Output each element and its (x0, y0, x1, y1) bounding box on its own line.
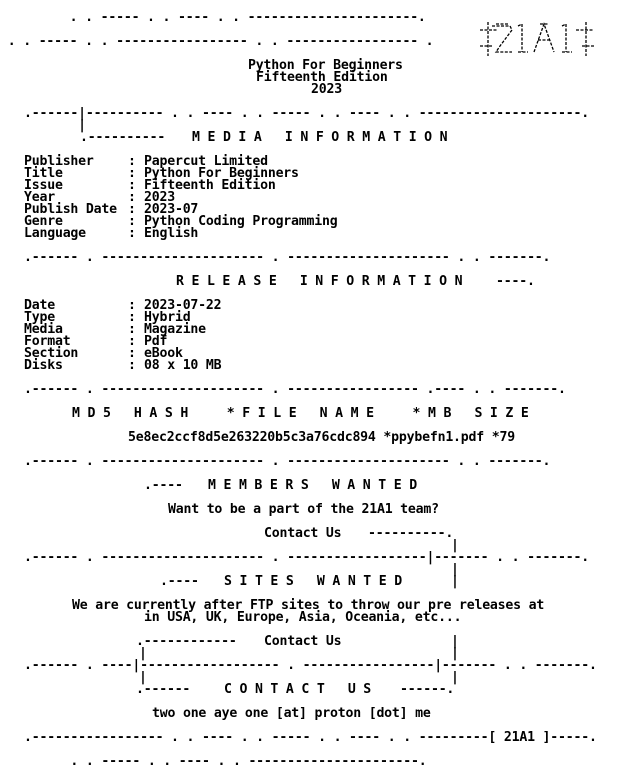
sites-contact-label: Contact Us (264, 634, 342, 649)
members-wanted-heading: M E M B E R S W A N T E D (208, 478, 417, 493)
media-sep: : (128, 226, 144, 241)
art-divider-4: .------ . --------------------- . ------… (24, 454, 551, 469)
release-value-section: eBook (144, 346, 183, 361)
media-value-language: English (144, 226, 199, 241)
release-sep: : (128, 346, 144, 361)
release-label-date: Date (24, 298, 55, 313)
media-label-year: Year (24, 190, 55, 205)
art-vbar: | (451, 646, 459, 661)
logo-21a1-ascii-art (480, 22, 594, 56)
group-logo (478, 18, 596, 60)
file-info-line: 5e8ec2ccf8d5e263220b5c3a76cdc894 *ppybef… (128, 430, 515, 445)
art-bottom-rule-1: .----------------- . . ---- . . ----- . … (24, 730, 597, 745)
media-sep: : (128, 190, 144, 205)
media-label-language: Language (24, 226, 86, 241)
release-edition: Fifteenth Edition (256, 70, 388, 85)
art-divider-2: .------ . --------------------- . ------… (24, 250, 551, 265)
media-label-publisher: Publisher (24, 154, 94, 169)
release-label-type: Type (24, 310, 55, 325)
members-contact-label: Contact Us (264, 526, 342, 541)
release-sep: : (128, 322, 144, 337)
media-sep: : (128, 166, 144, 181)
media-value-title: Python For Beginners (144, 166, 299, 181)
release-sep: : (128, 334, 144, 349)
media-heading-lead: .---------- (80, 130, 166, 145)
media-sep: : (128, 202, 144, 217)
media-label-genre: Genre (24, 214, 63, 229)
art-divider-3: .------ . --------------------- . ------… (24, 382, 566, 397)
file-info-heading: M D 5 H A S H * F I L E N A M E * M B S … (72, 406, 529, 421)
release-label-disks: Disks (24, 358, 63, 373)
contact-address: two one aye one [at] proton [dot] me (152, 706, 431, 721)
art-vbar: | (451, 634, 459, 649)
sites-wanted-heading: S I T E S W A N T E D (224, 574, 403, 589)
release-sep: : (128, 310, 144, 325)
members-wanted-text: Want to be a part of the 21A1 team? (168, 502, 439, 517)
media-label-title: Title (24, 166, 63, 181)
art-divider-5: .------ . --------------------- . ------… (24, 550, 589, 565)
sites-wanted-text-1: We are currently after FTP sites to thro… (72, 598, 545, 613)
sites-contact-lead: .------------ (136, 634, 237, 649)
release-value-format: Pdf (144, 334, 168, 349)
media-label-publish-date: Publish Date (24, 202, 117, 217)
sites-heading-lead: .---- (160, 574, 199, 589)
release-label-section: Section (24, 346, 79, 361)
art-vbar: | (139, 670, 147, 685)
media-value-publish-date: 2023-07 (144, 202, 199, 217)
release-heading-tail: ----. (496, 274, 535, 289)
release-title: Python For Beginners (248, 58, 403, 73)
release-label-format: Format (24, 334, 71, 349)
art-divider-1b: | (24, 118, 86, 133)
release-value-disks: 08 x 10 MB (144, 358, 222, 373)
contact-heading: C O N T A C T U S (224, 682, 372, 697)
release-sep: : (128, 298, 144, 313)
release-label-media: Media (24, 322, 63, 337)
art-top-rule-1: . . ----- . . ---- . . -----------------… (0, 10, 426, 25)
art-vbar: | (451, 574, 459, 589)
media-information-heading: M E D I A I N F O R M A T I O N (192, 130, 448, 145)
contact-heading-lead: .------ (136, 682, 191, 697)
release-value-date: 2023-07-22 (144, 298, 222, 313)
art-divider-6: .------ . ----|------------------ . ----… (24, 658, 597, 673)
media-sep: : (128, 154, 144, 169)
release-information-heading: R E L E A S E I N F O R M A T I O N (176, 274, 463, 289)
art-vbar: | (451, 562, 459, 577)
art-vbar: | (139, 646, 147, 661)
media-sep: : (128, 214, 144, 229)
art-vbar: | (451, 538, 459, 553)
media-value-year: 2023 (144, 190, 175, 205)
contact-heading-tail: ------. (400, 682, 455, 697)
media-value-genre: Python Coding Programming (144, 214, 338, 229)
media-value-publisher: Papercut Limited (144, 154, 268, 169)
release-sep: : (128, 358, 144, 373)
members-heading-lead: .---- (144, 478, 183, 493)
media-sep: : (128, 178, 144, 193)
media-label-issue: Issue (24, 178, 63, 193)
members-contact-tail: ----------. (368, 526, 454, 541)
art-bottom-rule-2: . . ----- . . ---- . . -----------------… (24, 754, 427, 769)
release-value-media: Magazine (144, 322, 206, 337)
art-top-rule-2: . . ----- . . ----------------- . . ----… (0, 34, 434, 49)
media-value-issue: Fifteenth Edition (144, 178, 276, 193)
sites-wanted-text-2: in USA, UK, Europe, Asia, Oceania, etc..… (144, 610, 462, 625)
release-value-type: Hybrid (144, 310, 191, 325)
art-divider-1: .------|---------- . . ---- . . ----- . … (24, 106, 589, 121)
art-vbar: | (451, 670, 459, 685)
release-year: 2023 (311, 82, 342, 97)
